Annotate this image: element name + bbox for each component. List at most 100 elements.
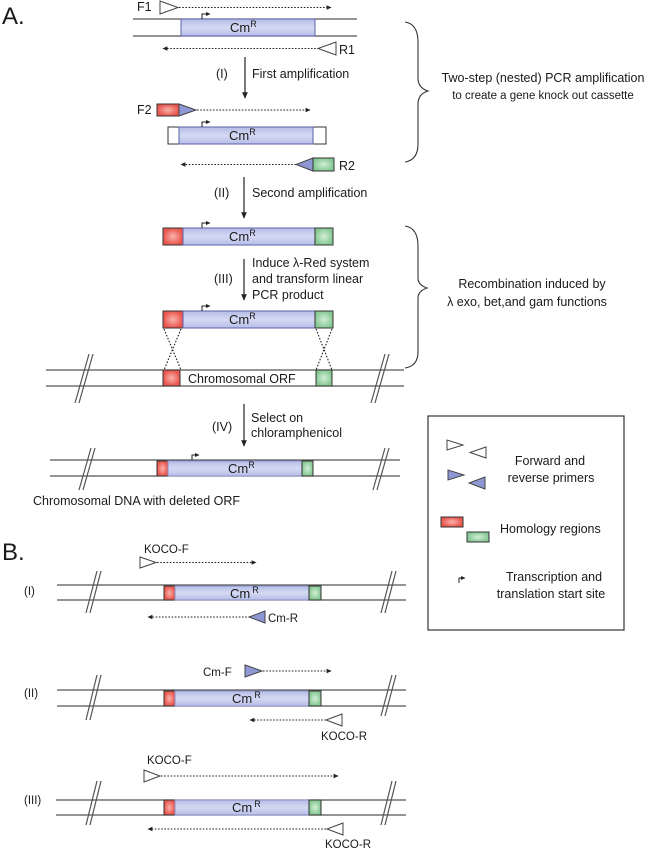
homology-right — [301, 460, 314, 477]
forward-primer-icon — [159, 0, 180, 15]
step-4-number: (IV) — [212, 420, 232, 434]
primer-label-forward: Cm-F — [203, 667, 232, 679]
forward-primer-icon — [143, 769, 162, 783]
cmr-label: CmR — [228, 460, 255, 476]
homology-right — [308, 585, 322, 601]
primer-f1-label: F1 — [137, 0, 152, 14]
primer-triangles-icon — [446, 439, 487, 490]
template-row: F1 CmR R1 — [133, 0, 357, 57]
forward-primer-blue-icon — [178, 103, 198, 117]
legend-primers-line-1: Forward and — [515, 454, 585, 468]
step-3-number: (III) — [214, 272, 233, 286]
start-site-arrow-icon — [201, 120, 211, 127]
primer-r2-label: R2 — [339, 159, 355, 173]
homology-left — [162, 227, 184, 246]
row-number: (III) — [24, 795, 41, 807]
reverse-primer-icon — [325, 822, 344, 836]
start-site-arrow-icon — [201, 12, 211, 19]
cmr-gene — [180, 18, 316, 37]
primer-f2-label: F2 — [137, 103, 152, 117]
break-mark-icon — [372, 447, 386, 491]
homology-right — [315, 369, 333, 387]
panel-b-label: B. — [2, 539, 25, 566]
legend-primers-line-2: reverse primers — [508, 471, 595, 485]
chromosomal-orf-label: Chromosomal ORF — [188, 372, 296, 386]
result-caption: Chromosomal DNA with deleted ORF — [33, 494, 240, 508]
panel-a-label: A. — [2, 3, 25, 30]
brace-note-recombination-line-1: Recombination induced by — [458, 277, 606, 291]
legend: Forward and reverse primers Homology reg… — [427, 415, 625, 631]
break-mark-icon — [85, 570, 98, 614]
break-mark-icon — [78, 447, 92, 491]
start-site-arrow-icon — [458, 576, 466, 583]
cmr-label: CmR — [229, 311, 256, 327]
ko-cassette-transformed: CmR — [162, 304, 334, 329]
homology-left — [163, 585, 176, 601]
legend-start-site-line-1: Transcription and — [506, 570, 602, 584]
homology-left — [156, 460, 169, 477]
step-2-number: (II) — [214, 186, 229, 200]
primer-label-reverse: KOCO-R — [321, 731, 367, 743]
primer-label-forward: KOCO-F — [147, 755, 192, 767]
forward-primer-blue-icon — [244, 664, 264, 678]
break-mark-icon — [74, 353, 90, 404]
homology-left — [162, 369, 181, 387]
brace-note-pcr-line-1: Two-step (nested) PCR amplification — [442, 71, 645, 85]
forward-primer-icon — [139, 556, 158, 569]
legend-start-site-line-2: translation start site — [497, 587, 605, 601]
cmr-label: CmR — [229, 127, 256, 143]
row-number: (II) — [24, 688, 38, 700]
row-number: (I) — [24, 586, 35, 598]
brace-note-recombination-line-2: λ exo, bet,and gam functions — [447, 295, 607, 309]
primer-label-reverse: Cm-R — [268, 613, 298, 625]
cmr-label: CmR — [229, 228, 256, 244]
first-product-row: F2 CmR — [137, 103, 327, 145]
reverse-primer-icon — [316, 41, 337, 56]
reverse-primer-icon — [324, 713, 343, 727]
ko-cassette: CmR — [162, 221, 334, 246]
chromosome: Chromosomal ORF — [46, 353, 404, 404]
break-mark-icon — [380, 674, 393, 717]
homology-right — [308, 690, 322, 707]
break-mark-icon — [380, 570, 393, 614]
start-site-arrow-icon — [201, 221, 211, 228]
step-3-text-line-3: PCR product — [252, 288, 324, 302]
homology-right — [308, 799, 322, 816]
homology-right — [314, 227, 334, 246]
brace-note-pcr-line-2: to create a gene knock out cassette — [452, 90, 634, 102]
reverse-primer-blue-icon — [294, 157, 314, 172]
primer-label-reverse: KOCO-R — [325, 839, 371, 850]
step-1-text: First amplification — [252, 67, 349, 81]
break-mark-icon — [85, 780, 98, 826]
start-site-arrow-icon — [201, 304, 211, 311]
step-2-text: Second amplification — [252, 186, 367, 200]
homology-right-tail — [312, 157, 335, 172]
r2-primer-row: R2 — [180, 157, 355, 173]
start-site-arrow-icon — [191, 453, 200, 460]
primer-r1-label: R1 — [339, 43, 355, 57]
reverse-primer-blue-icon — [247, 610, 266, 624]
homology-right — [314, 310, 334, 329]
homology-boxes-icon — [440, 516, 490, 543]
crossover-lines — [163, 328, 333, 371]
brace-pcr — [404, 21, 430, 163]
result-chromosome: CmR — [50, 447, 400, 491]
brace-recombination — [404, 225, 429, 369]
homology-left — [163, 799, 176, 816]
homology-left — [162, 310, 184, 329]
homology-left — [163, 690, 176, 707]
legend-homology-label: Homology regions — [500, 522, 601, 536]
cmr-gene — [178, 126, 314, 145]
homology-left-tail — [156, 103, 180, 117]
step-3-text-line-1: Induce λ-Red system — [252, 256, 369, 270]
step-1-number: (I) — [216, 67, 228, 81]
primer-label-forward: KOCO-F — [144, 544, 189, 556]
step-3-text-line-2: and transform linear — [252, 272, 363, 286]
step-4-text-line-2: chloramphenicol — [251, 426, 342, 440]
break-mark-icon — [380, 780, 393, 826]
